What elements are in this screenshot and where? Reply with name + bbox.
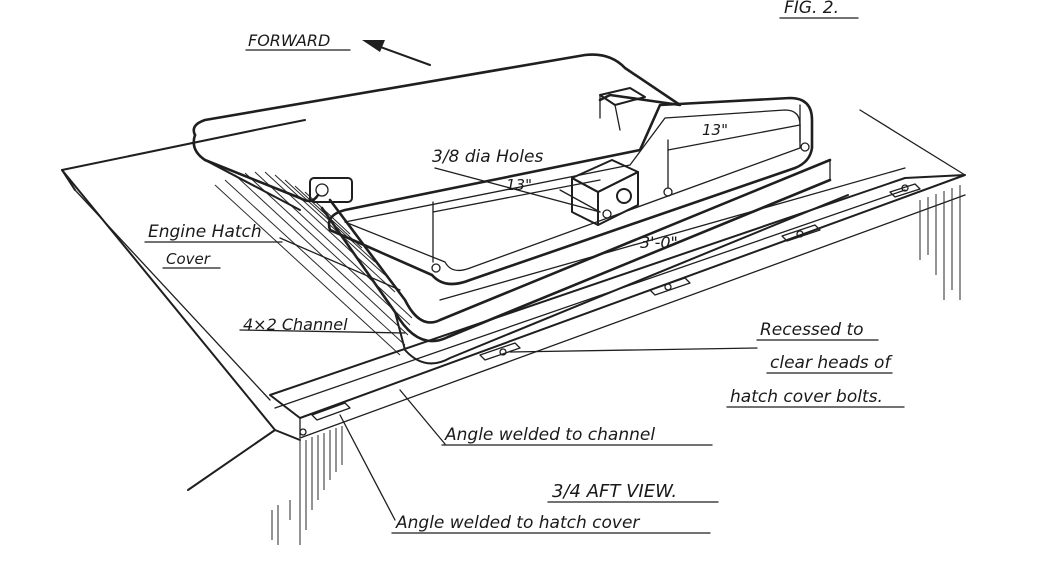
recessed-label-2: clear heads of [770, 353, 893, 373]
dim-length: 3'-0" [640, 233, 678, 252]
recessed-label-1: Recessed to [760, 320, 864, 340]
leader-lines [239, 237, 758, 521]
base-angle [269, 174, 966, 439]
deck-plate [61, 109, 966, 491]
angle-hatch-label: Angle welded to hatch cover [395, 513, 640, 533]
holes-label: 3/8 dia Holes [432, 147, 543, 167]
hull-hatching [271, 185, 961, 545]
engine-hatch-label-2: Cover [166, 250, 211, 268]
dimension-lines [432, 104, 906, 301]
direction-label: FORWARD [248, 31, 330, 50]
fig-number: FIG. 2. [784, 0, 839, 18]
view-title: 3/4 AFT VIEW. [552, 481, 677, 502]
hatch-cover [192, 53, 814, 286]
forward-arrow [362, 40, 431, 66]
engine-hatch-label-1: Engine Hatch [148, 222, 262, 242]
channel-label: 4×2 Channel [243, 315, 348, 334]
dim-middle: 13" [506, 176, 532, 194]
recessed-label-3: hatch cover bolts. [730, 387, 883, 407]
dim-top-right: 13" [702, 121, 728, 139]
channel-4x2 [214, 158, 849, 365]
angle-channel-label: Angle welded to channel [444, 425, 655, 445]
